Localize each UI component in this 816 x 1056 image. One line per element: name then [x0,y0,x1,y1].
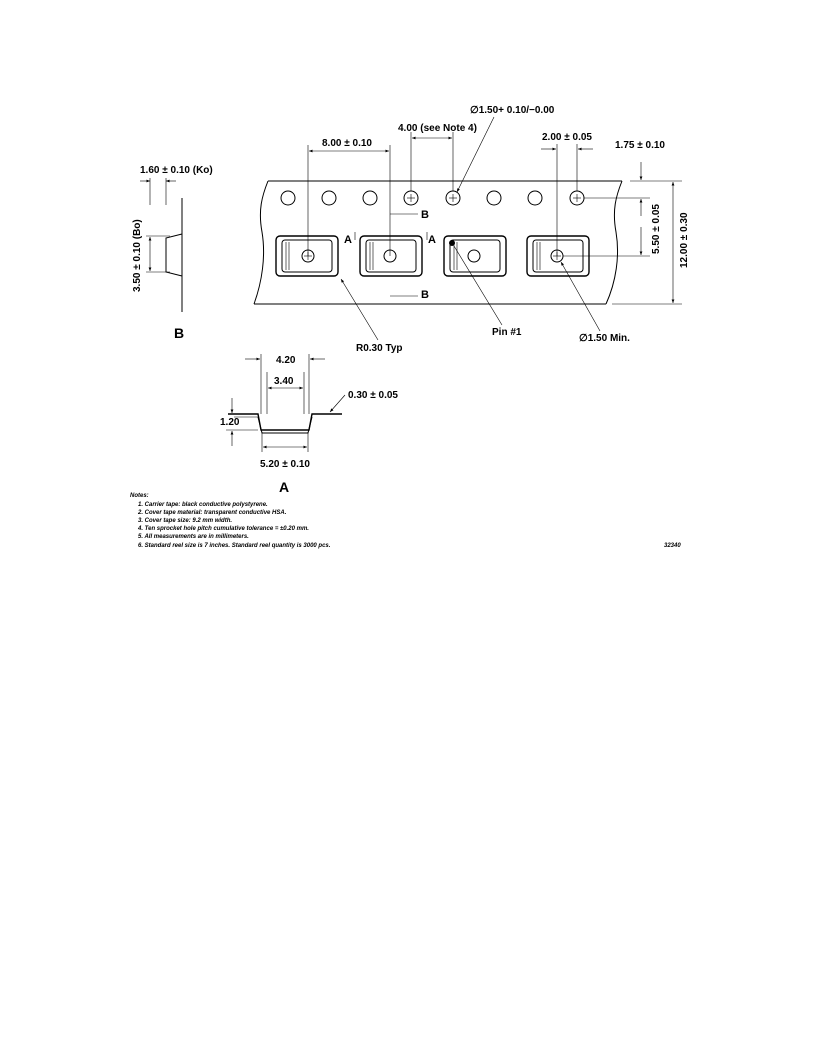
width-dimension-label: 12.00 ± 0.30 [679,212,690,268]
pin-leader [453,245,503,326]
pocket-2 [359,235,423,277]
pocket-1 [275,235,339,277]
section-a-view: 4.20 3.40 0.30 ± 0.05 1.20 5.20 ± 0.10 A [220,354,398,495]
depth-label: 1.20 [220,417,240,428]
pocket-cross-section [228,413,342,431]
section-b-marker-bottom: B [421,289,429,301]
pocket-inner [365,239,417,273]
pocket-profile [165,233,183,277]
sprocket-hole [362,190,378,206]
edge-dimension-label: 1.75 ± 0.10 [615,140,665,151]
pocket-3 [443,235,507,277]
note-item: 5. All measurements are in millimeters. [138,534,249,540]
section-a-marker-right: A [428,234,436,246]
note-item: 3. Cover tape size: 9.2 mm width. [138,518,232,524]
carrier-tape-view: 8.00 ± 0.10 4.00 (see Note 4) ∅1.50+ 0.1… [253,105,690,354]
sprocket-hole [321,190,337,206]
radius-label: R0.30 Typ [356,343,403,354]
pocket-outer [359,235,423,277]
pin-label: Pin #1 [492,327,522,338]
section-a-title: A [279,479,289,495]
pocket-outer [275,235,339,277]
w1-label: 4.20 [276,355,296,366]
drawing-code: 32340 [664,543,681,549]
tape-break-right [605,180,623,305]
pocket-hole-label: ∅1.50 Min. [579,333,630,344]
hole-diameter-label: ∅1.50+ 0.10/−0.00 [470,105,555,116]
pocket-hole-leader [560,261,601,332]
ko-dimension-label: 1.60 ± 0.10 (Ko) [140,165,213,176]
section-b-view: 1.60 ± 0.10 (Ko) 3.50 ± 0.10 (Bo) B [132,165,213,341]
thickness-label: 0.30 ± 0.05 [348,390,398,401]
f-dimension-label: 5.50 ± 0.05 [651,204,662,254]
w3-label: 5.20 ± 0.10 [260,459,310,470]
note-item: 1. Carrier tape: black conductive polyst… [138,502,268,508]
sprocket-hole [486,190,502,206]
section-b-title: B [174,325,184,341]
note-item: 4. Ten sprocket hole pitch cumulative to… [137,526,309,532]
hole-diameter-leader [456,116,495,193]
pitch-dimension-label: 8.00 ± 0.10 [322,138,372,149]
sprocket-pitch-label: 4.00 (see Note 4) [398,123,477,134]
section-a-marker-left: A [344,234,352,246]
notes-heading: Notes: [130,493,149,499]
notes-block: Notes: 1. Carrier tape: black conductive… [130,493,681,549]
sprocket-hole [280,190,296,206]
note-item: 2. Cover tape material: transparent cond… [137,510,287,516]
w2-label: 3.40 [274,376,294,387]
sprocket-hole [527,190,543,206]
pocket-inner [281,239,333,273]
thickness-leader [329,394,346,413]
tape-break-left [253,180,269,305]
p2-dimension-label: 2.00 ± 0.05 [542,132,592,143]
pocket-inner [449,239,501,273]
bo-dimension-label: 3.50 ± 0.10 (Bo) [132,219,143,292]
pin-1-dot [449,240,455,246]
radius-leader [340,278,379,341]
pocket-hole [467,249,481,263]
pocket-cross-section-inner [257,416,313,434]
note-item: 6. Standard reel size is 7 inches. Stand… [138,543,331,549]
section-b-marker-top: B [421,209,429,221]
pocket-outer [443,235,507,277]
